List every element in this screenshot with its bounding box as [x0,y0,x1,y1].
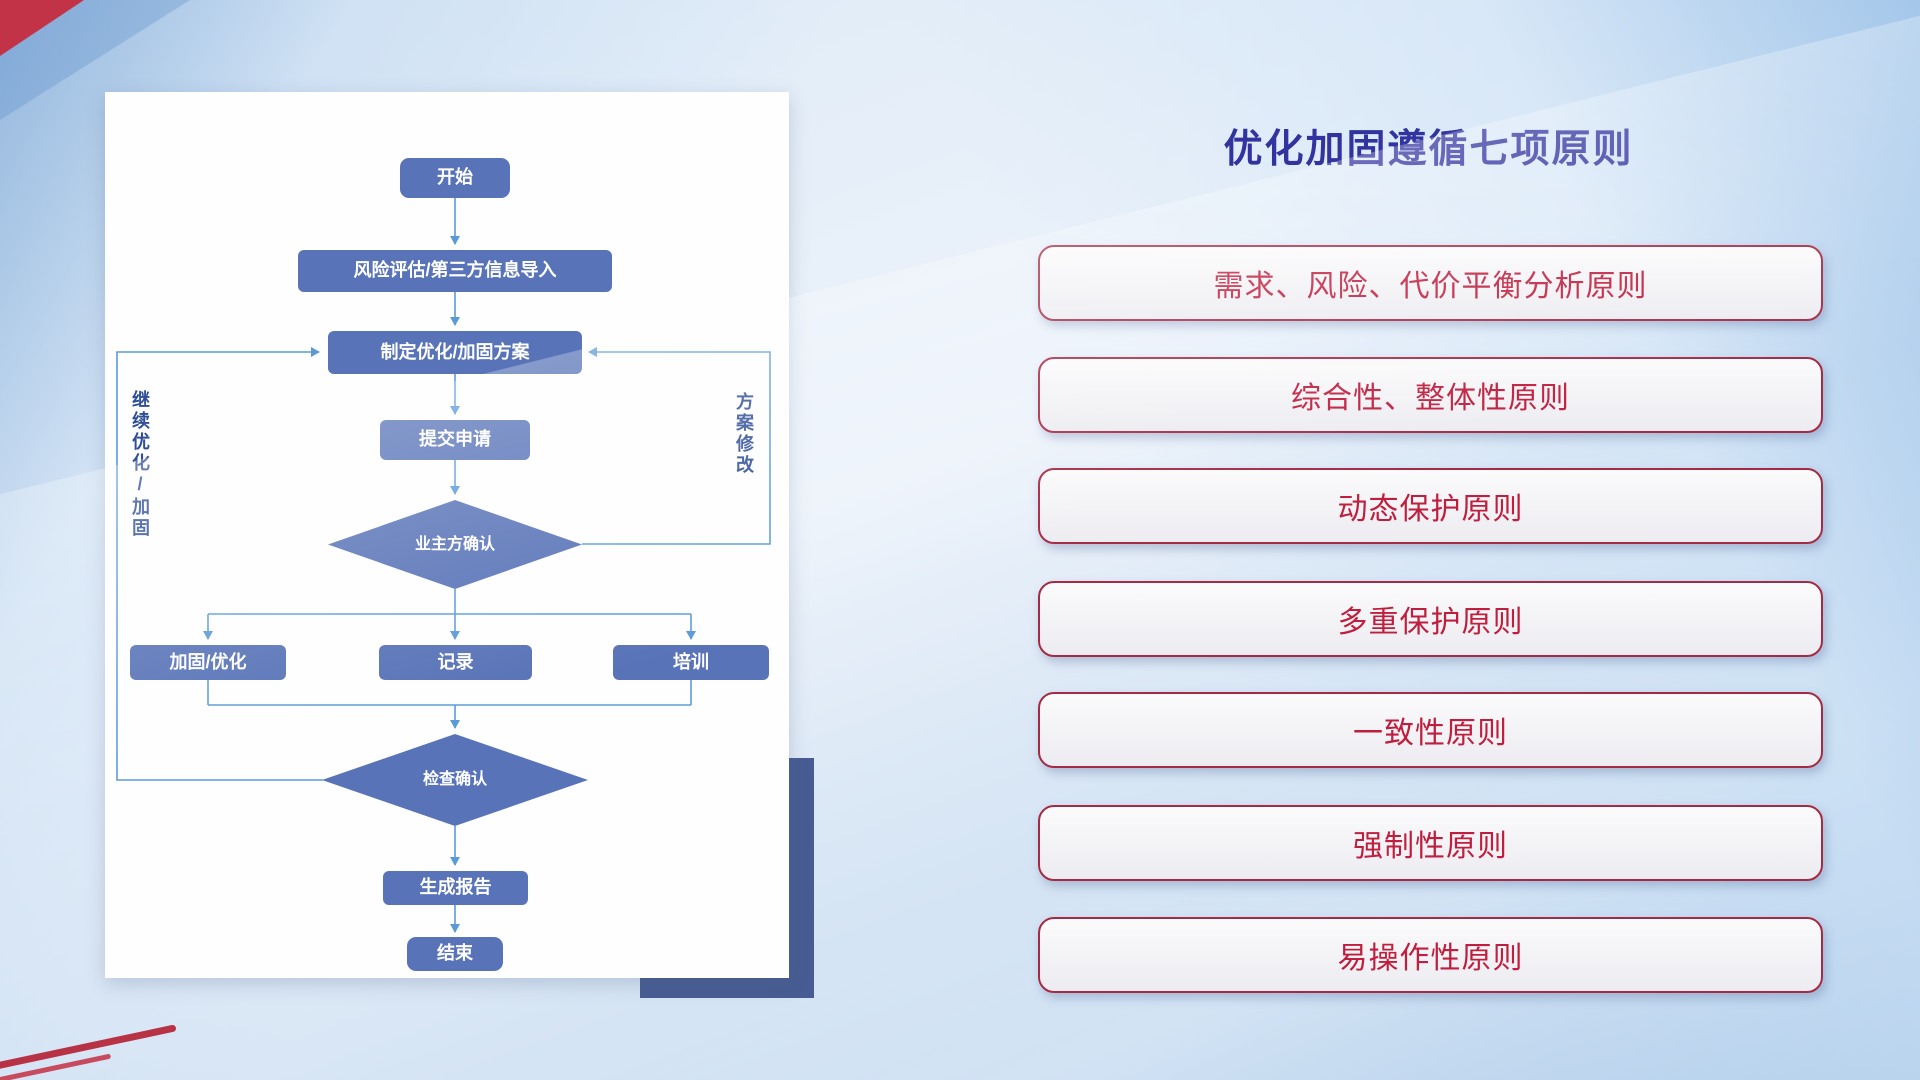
flow-node-record: 记录 [379,645,532,680]
principle-item-2-label: 综合性、整体性原则 [1291,382,1570,415]
flow-node-risk-import: 风险评估/第三方信息导入 [298,250,612,292]
principle-item-6: 强制性原则 [1038,805,1823,881]
principle-item-1: 需求、风险、代价平衡分析原则 [1038,245,1823,321]
connector-lines [116,198,771,933]
flowchart-card: 开始 风险评估/第三方信息导入 制定优化/加固方案 提交申请 业主方确认 加固/… [105,92,789,978]
flow-node-reinforce: 加固/优化 [130,645,286,680]
principle-item-4: 多重保护原则 [1038,581,1823,657]
flow-node-submit: 提交申请 [380,420,530,460]
principle-item-7-label: 易操作性原则 [1337,942,1524,975]
flow-node-make-plan: 制定优化/加固方案 [328,331,582,374]
loop-label-plan-revision: 方案修改 [734,392,754,476]
principle-item-1-label: 需求、风险、代价平衡分析原则 [1213,270,1648,303]
flow-node-start: 开始 [400,158,510,198]
flow-node-report: 生成报告 [383,871,528,905]
principle-item-6-label: 强制性原则 [1353,830,1508,863]
principle-item-3: 动态保护原则 [1038,468,1823,544]
flow-node-training: 培训 [613,645,769,680]
bottom-red-streak [0,1024,177,1071]
principle-item-7: 易操作性原则 [1038,917,1823,993]
loop-label-continue-optimize: 继续优化/加固 [130,390,150,539]
flowchart-connectors [116,198,771,933]
principle-item-3-label: 动态保护原则 [1337,493,1524,526]
principles-title: 优化加固遵循七项原则 [1223,128,1634,171]
principle-item-2: 综合性、整体性原则 [1038,357,1823,433]
flow-node-end: 结束 [407,937,503,971]
principle-item-4-label: 多重保护原则 [1337,606,1524,639]
principle-item-5-label: 一致性原则 [1353,717,1508,750]
principle-item-5: 一致性原则 [1038,692,1823,768]
